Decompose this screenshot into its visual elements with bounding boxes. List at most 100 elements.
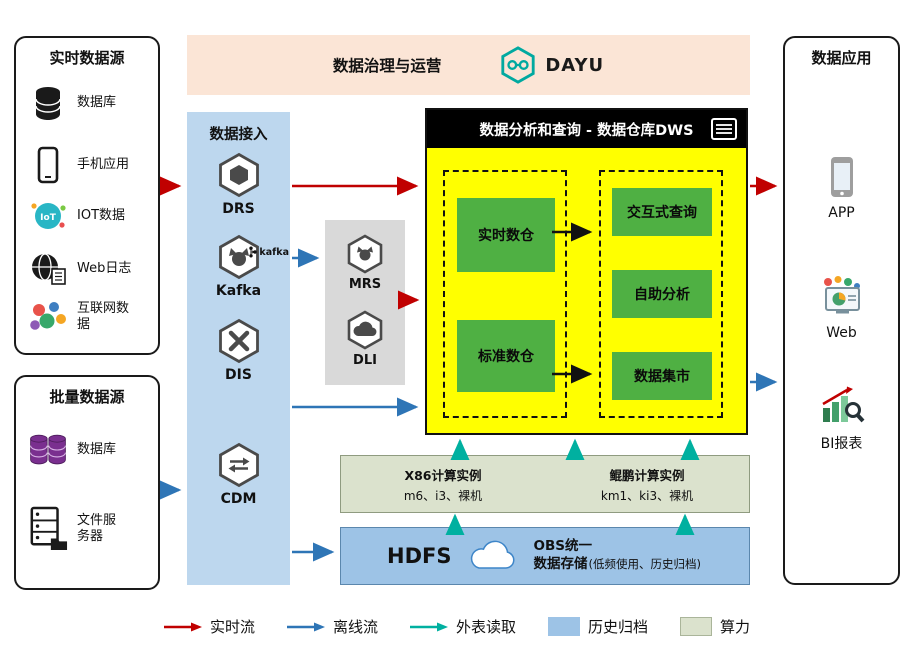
item-label: 数据库: [77, 441, 117, 457]
node-label: 实时数仓: [478, 228, 534, 244]
legend-item-offline: 离线流: [286, 616, 378, 637]
list-item: Web: [785, 276, 898, 341]
obs-cloud-icon: [471, 540, 515, 569]
realtime-sources-title: 实时数据源: [49, 49, 125, 67]
service-label: CDM: [220, 491, 257, 507]
governance-banner: 数据治理与运营 DAYU: [187, 35, 750, 95]
list-item: Web日志: [28, 252, 158, 286]
legend-label: 算力: [720, 618, 751, 636]
analytics-group: 交互式查询 自助分析 数据集市: [599, 170, 723, 418]
applications-panel: 数据应用 APP Web: [783, 36, 900, 585]
dws-title: 数据分析和查询 - 数据仓库DWS: [479, 122, 694, 139]
legend-label: 离线流: [332, 618, 378, 636]
kunpeng-title: 鲲鹏计算实例: [609, 467, 685, 483]
list-item: APP: [785, 156, 898, 221]
service-cdm: CDM: [187, 442, 290, 507]
node-realtime-warehouse: 实时数仓: [457, 198, 555, 272]
item-label: APP: [828, 205, 855, 221]
dis-icon: [218, 318, 259, 364]
node-label: 标准数仓: [478, 349, 534, 365]
warehouse-group: 实时数仓 标准数仓: [443, 170, 567, 418]
service-label: DRS: [222, 201, 255, 217]
phone-icon: [28, 146, 68, 184]
obs-line2: 数据存储: [533, 556, 588, 572]
service-dis: DIS: [187, 318, 290, 383]
service-label: Kafka: [215, 283, 262, 299]
iot-icon: IoT: [28, 200, 68, 232]
item-label: IOT数据: [77, 207, 126, 223]
dayu-text: DAYU: [545, 54, 605, 76]
purple-database-icon: [28, 429, 68, 471]
node-label: 自助分析: [634, 287, 690, 303]
legend-item-archive: 历史归档: [548, 616, 648, 637]
dli-icon: [347, 310, 383, 350]
node-label: 交互式查询: [627, 205, 697, 221]
dayu-logo: DAYU: [499, 46, 604, 84]
service-drs: DRS: [187, 152, 290, 217]
list-item: 数据库: [28, 84, 158, 122]
list-item: BI报表: [785, 384, 898, 453]
dws-icon: [711, 118, 737, 144]
hdfs-label: HDFS: [387, 544, 452, 568]
kunpeng-spec: km1、ki3、裸机: [600, 488, 694, 503]
svg-text:IoT: IoT: [40, 213, 57, 223]
kafka-icon: [218, 234, 259, 280]
list-item: 数据库: [28, 429, 158, 471]
compute-swatch: [680, 617, 713, 636]
offline-flow-arrow-icon: [286, 622, 325, 631]
app-phone-icon: [830, 157, 853, 197]
batch-sources-title: 批量数据源: [49, 388, 125, 406]
legend-item-realtime: 实时流: [163, 616, 255, 637]
item-label: BI报表: [820, 436, 863, 452]
legend-label: 外表读取: [455, 618, 516, 636]
service-dli: DLI: [325, 310, 405, 368]
file-server-icon: [28, 505, 68, 553]
internet-data-icon: [28, 300, 68, 334]
node-label: 数据集市: [634, 369, 690, 385]
kafka-logo-icon: [249, 246, 258, 258]
mrs-icon: [347, 234, 383, 274]
x86-compute: X86计算实例 m6、i3、裸机: [341, 456, 545, 512]
compute-instances-panel: X86计算实例 m6、i3、裸机 鲲鹏计算实例 km1、ki3、裸机: [340, 455, 750, 513]
legend: 实时流 离线流 外表读取 历史归档 算力: [0, 616, 914, 637]
node-interactive-query: 交互式查询: [612, 188, 712, 236]
dayu-icon: [501, 46, 535, 84]
dws-header: 数据分析和查询 - 数据仓库DWS: [427, 110, 746, 148]
obs-line1: OBS统一: [533, 538, 592, 555]
item-label: Web日志: [77, 260, 132, 276]
item-label: 文件服务器: [77, 512, 117, 544]
legend-label: 历史归档: [588, 618, 649, 636]
processing-panel: MRS DLI: [325, 220, 405, 385]
kafka-badge-text: kafka: [259, 246, 289, 258]
storage-panel: HDFS OBS统一 数据存储 (低频使用、历史归档): [340, 527, 750, 585]
drs-icon: [218, 152, 259, 198]
external-read-arrow-icon: [409, 622, 448, 631]
list-item: IoT IOT数据: [28, 200, 158, 232]
list-item: 互联网数据: [28, 300, 158, 334]
node-self-service-analysis: 自助分析: [612, 270, 712, 318]
dws-panel: 数据分析和查询 - 数据仓库DWS 实时数仓 标准数仓 交互式查询: [425, 108, 748, 435]
obs-note: (低频使用、历史归档): [588, 557, 701, 571]
data-ingestion-panel: 数据接入 DRS Kafka: [187, 112, 290, 585]
bi-report-icon: [821, 386, 864, 423]
node-standard-warehouse: 标准数仓: [457, 320, 555, 392]
list-item: 文件服务器: [28, 505, 158, 553]
batch-sources-panel: 批量数据源 数据库: [14, 375, 160, 590]
node-data-mart: 数据集市: [612, 352, 712, 400]
applications-title: 数据应用: [811, 49, 872, 67]
database-icon: [28, 84, 68, 122]
item-label: 数据库: [77, 94, 117, 110]
obs-text: OBS统一 数据存储 (低频使用、历史归档): [533, 538, 700, 573]
cdm-icon: [218, 442, 259, 488]
service-mrs: MRS: [325, 234, 405, 292]
list-item: 手机应用: [28, 146, 158, 184]
legend-item-external-read: 外表读取: [409, 616, 516, 637]
kunpeng-compute: 鲲鹏计算实例 km1、ki3、裸机: [545, 456, 749, 512]
service-label: DIS: [225, 367, 252, 383]
realtime-sources-panel: 实时数据源 数据库 手机应用: [14, 36, 160, 355]
kafka-badge: kafka: [248, 246, 289, 258]
x86-title: X86计算实例: [404, 467, 482, 483]
service-label: MRS: [348, 277, 382, 292]
data-ingestion-title: 数据接入: [209, 127, 268, 143]
